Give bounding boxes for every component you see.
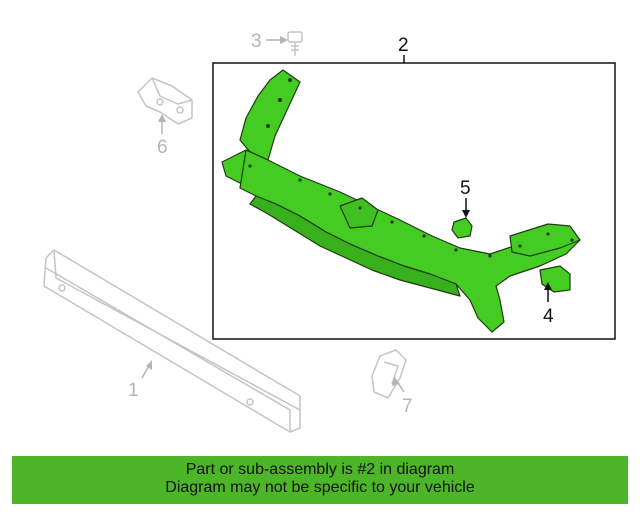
- callout-6-arrowhead: [158, 114, 166, 122]
- radiator-support-holes: [248, 78, 574, 258]
- callout-5-arrowhead: [462, 210, 470, 218]
- callout-4-arrowhead: [544, 282, 552, 290]
- bracket-part-7[interactable]: [371, 349, 407, 399]
- selection-box: [212, 62, 616, 340]
- bumper-reinforcement-part-1[interactable]: [43, 249, 301, 433]
- bracket-part-4[interactable]: [539, 265, 571, 293]
- radiator-support-left-arm: [239, 69, 301, 161]
- diagram-notice-banner: Part or sub-assembly is #2 in diagram Di…: [12, 456, 628, 504]
- clip-part-5[interactable]: [451, 217, 473, 239]
- bracket-part-6[interactable]: [137, 77, 193, 125]
- radiator-support-lower-rail: [249, 195, 461, 297]
- radiator-support-center-latch: [339, 197, 379, 229]
- callout-2: 2: [398, 35, 409, 56]
- radiator-support-part[interactable]: [221, 69, 581, 333]
- callout-3: 3: [251, 31, 262, 52]
- bolt-part-3[interactable]: [287, 31, 303, 56]
- banner-line-part: Part or sub-assembly is #2 in diagram: [185, 461, 455, 478]
- callout-5: 5: [460, 178, 471, 199]
- callout-7: 7: [402, 396, 413, 417]
- callout-4: 4: [543, 306, 554, 327]
- callout-1-arrowhead: [146, 360, 152, 370]
- radiator-support-right-end: [509, 223, 581, 257]
- callout-7-arrowhead: [392, 376, 400, 386]
- callout-6: 6: [157, 137, 168, 158]
- banner-line-disclaimer: Diagram may not be specific to your vehi…: [165, 479, 475, 496]
- callout-1: 1: [128, 380, 139, 401]
- callout-3-arrowhead: [280, 36, 288, 44]
